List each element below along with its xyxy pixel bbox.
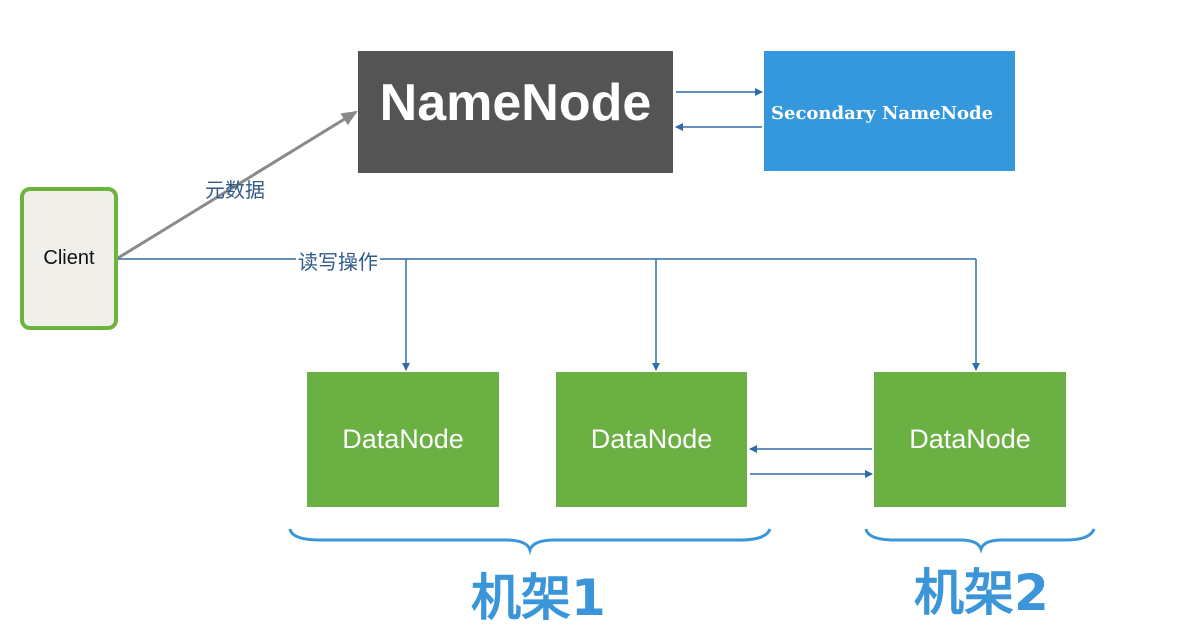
rack1-brace xyxy=(288,528,772,556)
secondary-namenode-label: Secondary NameNode xyxy=(771,103,994,124)
namenode-node: NameNode xyxy=(358,51,673,173)
rack2-brace xyxy=(864,528,1096,554)
datanode-1-label: DataNode xyxy=(342,424,464,454)
rack1-label: 机架1 xyxy=(471,569,606,627)
datanode-1: DataNode xyxy=(307,372,499,507)
read-write-edge-label: 读写操作 xyxy=(296,246,380,275)
namenode-label: NameNode xyxy=(379,74,652,132)
client-node: Client xyxy=(20,187,118,330)
datanode-2: DataNode xyxy=(556,372,747,507)
client-label: Client xyxy=(43,247,95,269)
secondary-namenode-node: Secondary NameNode xyxy=(764,51,1015,171)
metadata-edge-label: 元数据 xyxy=(205,178,265,202)
rack2-label: 机架2 xyxy=(914,564,1049,622)
datanode-3: DataNode xyxy=(874,372,1066,507)
metadata-arrow xyxy=(117,110,358,260)
datanode-2-label: DataNode xyxy=(590,424,713,454)
datanode-3-label: DataNode xyxy=(909,424,1031,454)
